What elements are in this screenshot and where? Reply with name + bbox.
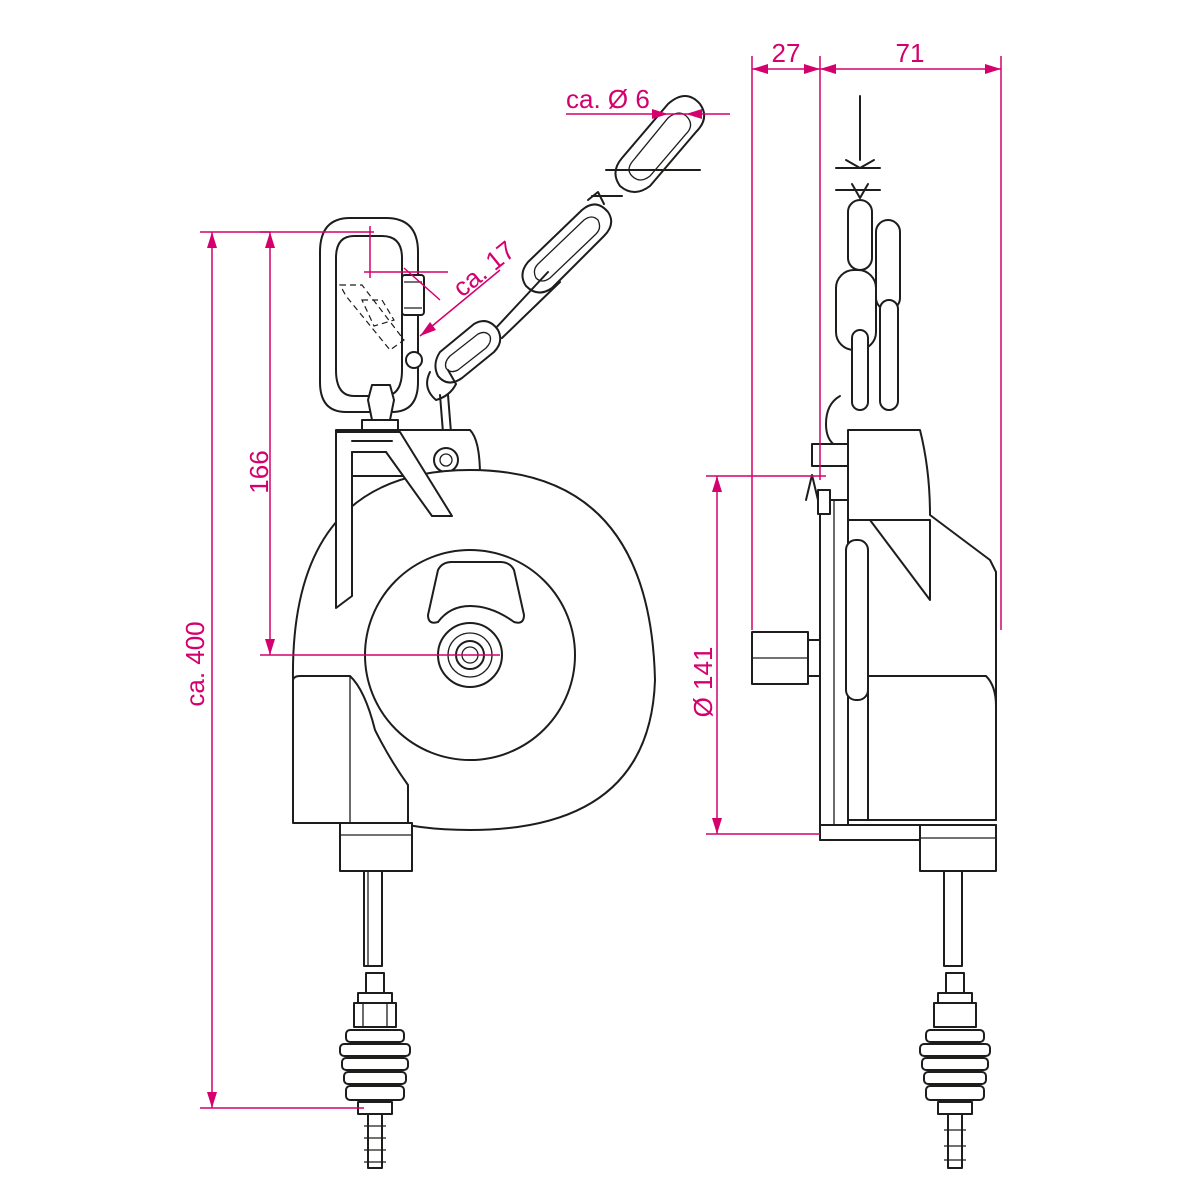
dim-carabiner-opening-label: ca. 17 bbox=[447, 235, 521, 303]
dim-side-widths: 27 71 bbox=[751, 38, 1002, 630]
air-hose-coupling bbox=[339, 870, 411, 1169]
dim-drum-diameter: Ø 141 bbox=[688, 475, 826, 835]
chain bbox=[426, 191, 623, 446]
side-housing bbox=[751, 429, 997, 872]
dimensions: ca. 400 166 ca. 17 ca. Ø 6 bbox=[180, 38, 1002, 1109]
dim-side-offset-label: 27 bbox=[772, 38, 801, 68]
dim-drum-diameter-label: Ø 141 bbox=[688, 647, 718, 718]
dim-overall-height: ca. 400 bbox=[180, 231, 374, 1109]
dim-chain-wire-label: ca. Ø 6 bbox=[566, 84, 650, 114]
front-view bbox=[291, 95, 706, 1169]
dim-hook-to-center: 166 bbox=[244, 231, 500, 656]
dim-side-width-label: 71 bbox=[896, 38, 925, 68]
side-hose-coupling bbox=[919, 870, 991, 1169]
dim-chain-wire: ca. Ø 6 bbox=[566, 84, 730, 119]
carabiner bbox=[319, 217, 425, 433]
housing bbox=[291, 429, 656, 872]
side-view bbox=[751, 95, 997, 1169]
dim-hook-to-center-label: 166 bbox=[244, 450, 274, 493]
dim-overall-height-label: ca. 400 bbox=[180, 621, 210, 706]
side-chain bbox=[825, 95, 901, 447]
